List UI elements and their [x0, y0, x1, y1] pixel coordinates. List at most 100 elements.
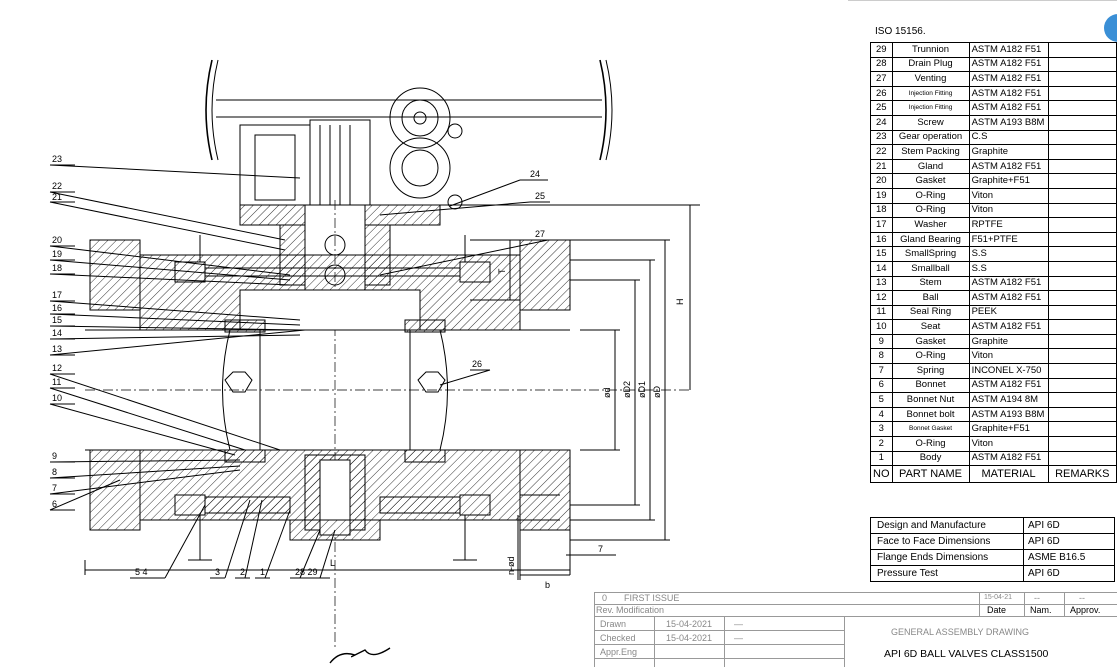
part-material: ASTM A182 F51: [968, 85, 1049, 102]
rev-description: FIRST ISSUE: [624, 593, 680, 603]
dim-d: ød: [602, 387, 612, 398]
part-number: 11: [870, 304, 893, 321]
part-name: Gasket: [891, 173, 970, 189]
part-material: RPTFE: [968, 217, 1049, 233]
balloon-16: 16: [52, 303, 62, 313]
part-material: ASTM A182 F51: [968, 319, 1049, 335]
part-remarks: [1047, 100, 1117, 116]
part-number: 17: [870, 217, 893, 233]
part-remarks: [1047, 406, 1117, 423]
part-material: PEEK: [968, 304, 1049, 321]
part-number: 10: [870, 319, 893, 335]
part-name: Stem: [891, 275, 970, 292]
part-remarks: [1047, 217, 1117, 233]
part-number: 27: [870, 71, 893, 87]
part-remarks: [1047, 144, 1117, 160]
title-block: 0 FIRST ISSUE 15-04-21 -- -- Rev. Modifi…: [594, 592, 1117, 667]
part-material: Graphite+F51: [968, 173, 1049, 189]
part-number: 14: [870, 260, 893, 277]
standard-value: API 6D: [1023, 517, 1115, 534]
part-name: Seat: [891, 319, 970, 335]
rev-approv: --: [1079, 593, 1085, 603]
part-material: ASTM A182 F51: [968, 158, 1049, 175]
balloon-25: 25: [535, 191, 545, 201]
drawn-date: 15-04-2021: [666, 619, 713, 629]
modification-label: Modification: [616, 605, 665, 615]
part-number: 28: [870, 56, 893, 73]
dim-b: b: [545, 580, 550, 590]
part-remarks: [1047, 348, 1117, 365]
part-name: Bonnet bolt: [891, 406, 970, 423]
standard-label: Pressure Test: [870, 565, 1024, 582]
balloon-8: 8: [52, 467, 57, 477]
part-number: 15: [870, 246, 893, 262]
drawing-type: GENERAL ASSEMBLY DRAWING: [891, 627, 1030, 637]
part-name: Drain Plug: [891, 56, 970, 73]
balloon-27: 27: [535, 229, 545, 239]
part-name: Trunnion: [891, 42, 970, 58]
header-name: PART NAME: [891, 465, 970, 484]
top-rule: [848, 0, 1117, 1]
part-remarks: [1047, 231, 1117, 248]
dim-L: L: [330, 558, 335, 568]
part-number: 26: [870, 85, 893, 102]
part-material: ASTM A182 F51: [968, 71, 1049, 87]
part-remarks: [1047, 392, 1117, 408]
part-material: S.S: [968, 246, 1049, 262]
part-remarks: [1047, 363, 1117, 379]
part-remarks: [1047, 421, 1117, 438]
part-remarks: [1047, 114, 1117, 131]
part-name: O-Ring: [891, 202, 970, 219]
part-remarks: [1047, 129, 1117, 146]
part-material: ASTM A182 F51: [968, 56, 1049, 73]
part-name: O-Ring: [891, 436, 970, 452]
part-material: ASTM A182 F51: [968, 290, 1049, 306]
part-material: ASTM A182 F51: [968, 377, 1049, 394]
part-material: Viton: [968, 202, 1049, 219]
part-material: C.S: [968, 129, 1049, 146]
part-material: ASTM A182 F51: [968, 42, 1049, 58]
part-number: 4: [870, 406, 893, 423]
part-name: O-Ring: [891, 187, 970, 204]
part-name: Gasket: [891, 333, 970, 350]
header-remarks: REMARKS: [1047, 465, 1117, 484]
balloon-3: 3: [215, 567, 220, 577]
part-remarks: [1047, 450, 1117, 467]
part-name: O-Ring: [891, 348, 970, 365]
balloon-5-4: 5 4: [135, 567, 148, 577]
nam-label: Nam.: [1030, 605, 1052, 615]
rev-label: Rev.: [596, 605, 614, 615]
part-number: 19: [870, 187, 893, 204]
part-number: 20: [870, 173, 893, 189]
header-no: NO: [870, 465, 893, 484]
part-name: Venting: [891, 71, 970, 87]
part-material: Viton: [968, 436, 1049, 452]
part-material: ASTM A182 F51: [968, 450, 1049, 467]
part-remarks: [1047, 246, 1117, 262]
iso-note: ISO 15156.: [875, 26, 926, 37]
standard-label: Design and Manufacture: [870, 517, 1024, 534]
standard-value: ASME B16.5: [1023, 549, 1115, 566]
balloon-15: 15: [52, 315, 62, 325]
rev-number: 0: [602, 593, 608, 603]
